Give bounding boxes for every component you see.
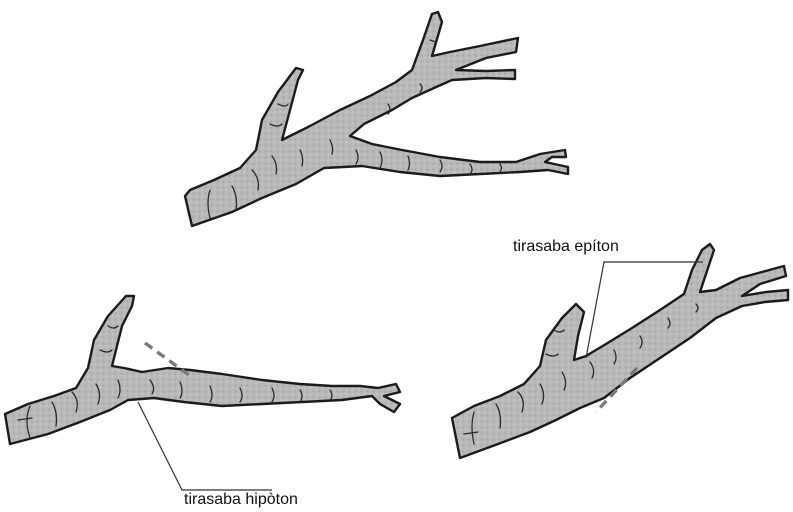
branch-left-shape [5,296,400,444]
label-epiton: tirasaba epíton [513,238,619,256]
branch-top [185,12,568,226]
branch-right [452,244,788,458]
branch-right-shape [452,244,788,458]
branch-top-shape [185,12,568,226]
branch-left [5,296,400,490]
hipoton-leader-line [138,402,272,490]
label-hipoton: tirasaba hipòton [184,491,298,509]
